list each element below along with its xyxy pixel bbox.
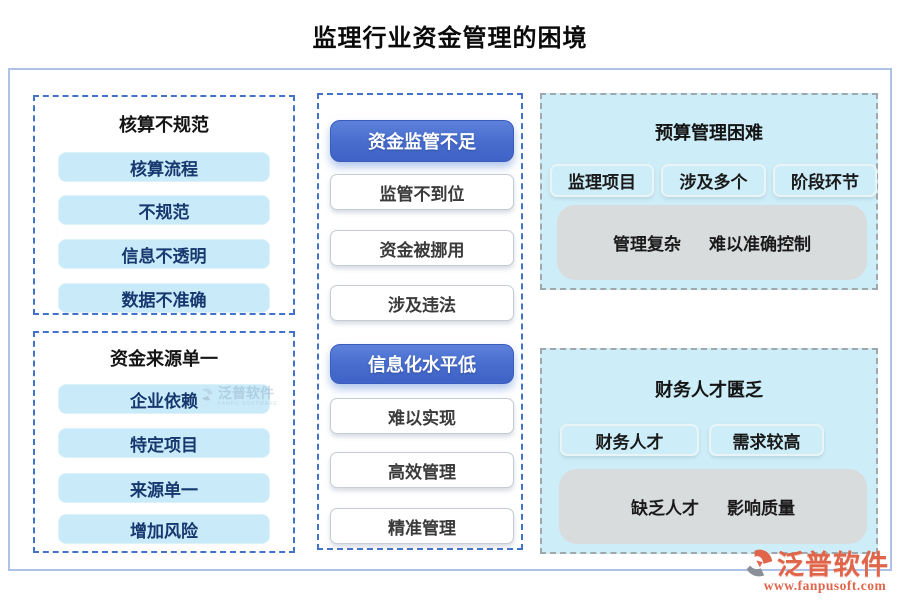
button-supervision-3[interactable]: 涉及违法 xyxy=(330,285,514,321)
panel-talent: 财务人才匮乏 财务人才 需求较高 缺乏人才 影响质量 xyxy=(540,348,878,554)
panel-talent-header: 财务人才匮乏 xyxy=(655,380,763,400)
brand-website[interactable]: www.fanpusoft.com xyxy=(763,578,887,593)
tag-budget-3[interactable]: 阶段环节 xyxy=(773,164,877,197)
primary-button-supervision[interactable]: 资金监管不足 xyxy=(330,120,514,162)
note-budget-part-1: 管理复杂 xyxy=(613,235,681,254)
primary-button-informatization[interactable]: 信息化水平低 xyxy=(330,344,514,384)
chip-funding-3[interactable]: 来源单一 xyxy=(58,473,270,503)
page-title: 监理行业资金管理的困境 xyxy=(312,25,588,52)
panel-funding-source-header: 资金来源单一 xyxy=(110,349,218,369)
note-talent: 缺乏人才 影响质量 xyxy=(559,469,867,544)
tag-budget-2[interactable]: 涉及多个 xyxy=(661,164,766,197)
tag-talent-2[interactable]: 需求较高 xyxy=(709,424,824,456)
note-budget: 管理复杂 难以准确控制 xyxy=(557,205,867,280)
panel-middle: 资金监管不足 监管不到位 资金被挪用 涉及违法 信息化水平低 难以实现 高效管理… xyxy=(317,93,523,550)
button-supervision-1[interactable]: 监管不到位 xyxy=(330,174,514,210)
note-budget-part-2: 难以准确控制 xyxy=(709,235,811,254)
chip-funding-1[interactable]: 企业依赖 xyxy=(58,384,270,414)
outer-frame xyxy=(8,68,892,571)
tag-budget-1[interactable]: 监理项目 xyxy=(550,164,654,197)
note-talent-part-1: 缺乏人才 xyxy=(631,499,699,518)
button-supervision-2[interactable]: 资金被挪用 xyxy=(330,230,514,266)
chip-funding-4[interactable]: 增加风险 xyxy=(58,514,270,544)
panel-accounting-header: 核算不规范 xyxy=(119,115,209,135)
panel-budget-header: 预算管理困难 xyxy=(655,123,763,143)
chip-accounting-2[interactable]: 不规范 xyxy=(58,195,270,225)
brand-name: 泛普软件 xyxy=(777,550,889,580)
brand-logo-icon xyxy=(744,548,774,583)
chip-funding-2[interactable]: 特定项目 xyxy=(58,428,270,458)
chip-accounting-3[interactable]: 信息不透明 xyxy=(58,239,270,269)
brand-logo: 泛普软件 xyxy=(744,548,894,582)
button-informatization-1[interactable]: 难以实现 xyxy=(330,398,514,434)
panel-budget: 预算管理困难 监理项目 涉及多个 阶段环节 管理复杂 难以准确控制 xyxy=(540,93,878,290)
chip-accounting-4[interactable]: 数据不准确 xyxy=(58,283,270,313)
panel-accounting: 核算不规范 核算流程 不规范 信息不透明 数据不准确 xyxy=(33,95,295,315)
chip-accounting-1[interactable]: 核算流程 xyxy=(58,152,270,182)
button-informatization-3[interactable]: 精准管理 xyxy=(330,508,514,544)
note-talent-part-2: 影响质量 xyxy=(727,499,795,518)
panel-funding-source: 资金来源单一 企业依赖 特定项目 来源单一 增加风险 xyxy=(33,331,295,553)
tag-talent-1[interactable]: 财务人才 xyxy=(560,424,699,456)
button-informatization-2[interactable]: 高效管理 xyxy=(330,452,514,488)
